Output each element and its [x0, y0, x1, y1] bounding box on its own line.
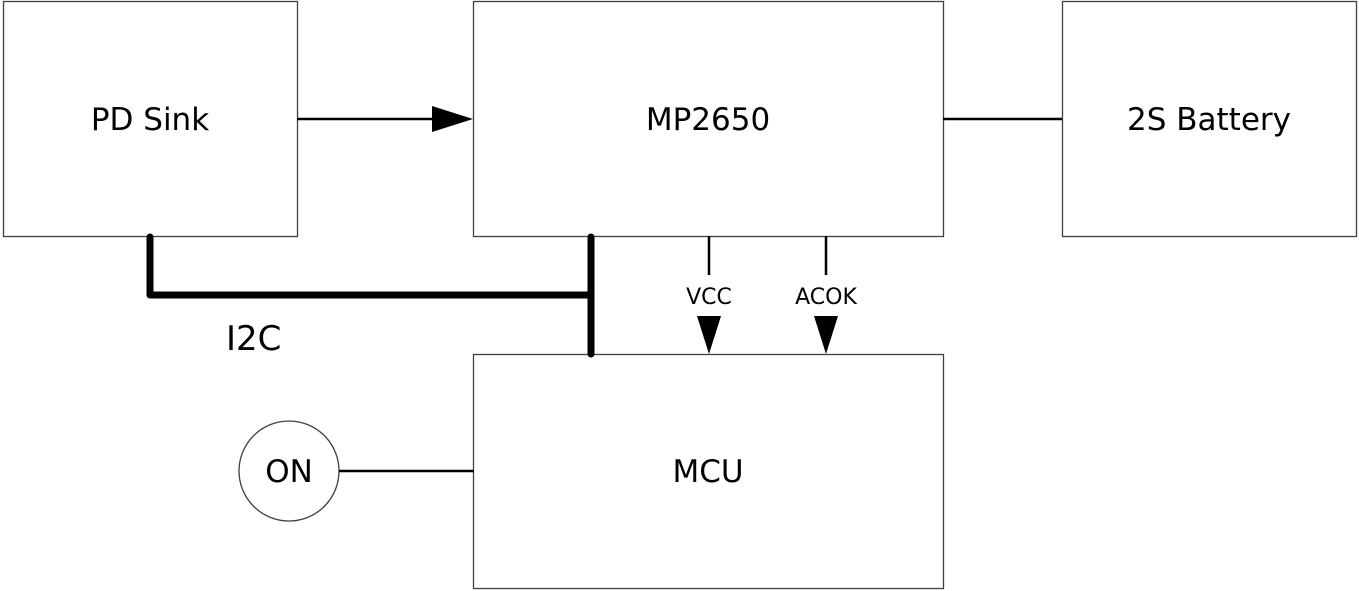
- pd-sink-block: PD Sink: [2, 0, 299, 238]
- arrowhead-down-icon: [814, 316, 838, 354]
- acok-label: ACOK: [795, 285, 857, 310]
- mp2650-label: MP2650: [646, 102, 770, 138]
- power-arrow-pd-to-mp2650: [297, 106, 473, 132]
- on-button-label: ON: [265, 454, 313, 490]
- arrowhead-right-icon: [432, 106, 473, 132]
- battery-block: 2S Battery: [1061, 0, 1358, 238]
- vcc-signal: VCC: [686, 236, 732, 354]
- mp2650-block: MP2650: [472, 0, 945, 238]
- pd-sink-label: PD Sink: [91, 102, 209, 138]
- battery-label: 2S Battery: [1127, 102, 1291, 138]
- mcu-label: MCU: [672, 454, 743, 490]
- arrowhead-down-icon: [697, 316, 721, 354]
- acok-signal: ACOK: [795, 236, 857, 354]
- mcu-block: MCU: [472, 353, 945, 590]
- i2c-bus: I2C: [146, 233, 595, 359]
- on-button: ON: [238, 420, 340, 522]
- vcc-label: VCC: [686, 285, 732, 310]
- i2c-label: I2C: [226, 319, 281, 359]
